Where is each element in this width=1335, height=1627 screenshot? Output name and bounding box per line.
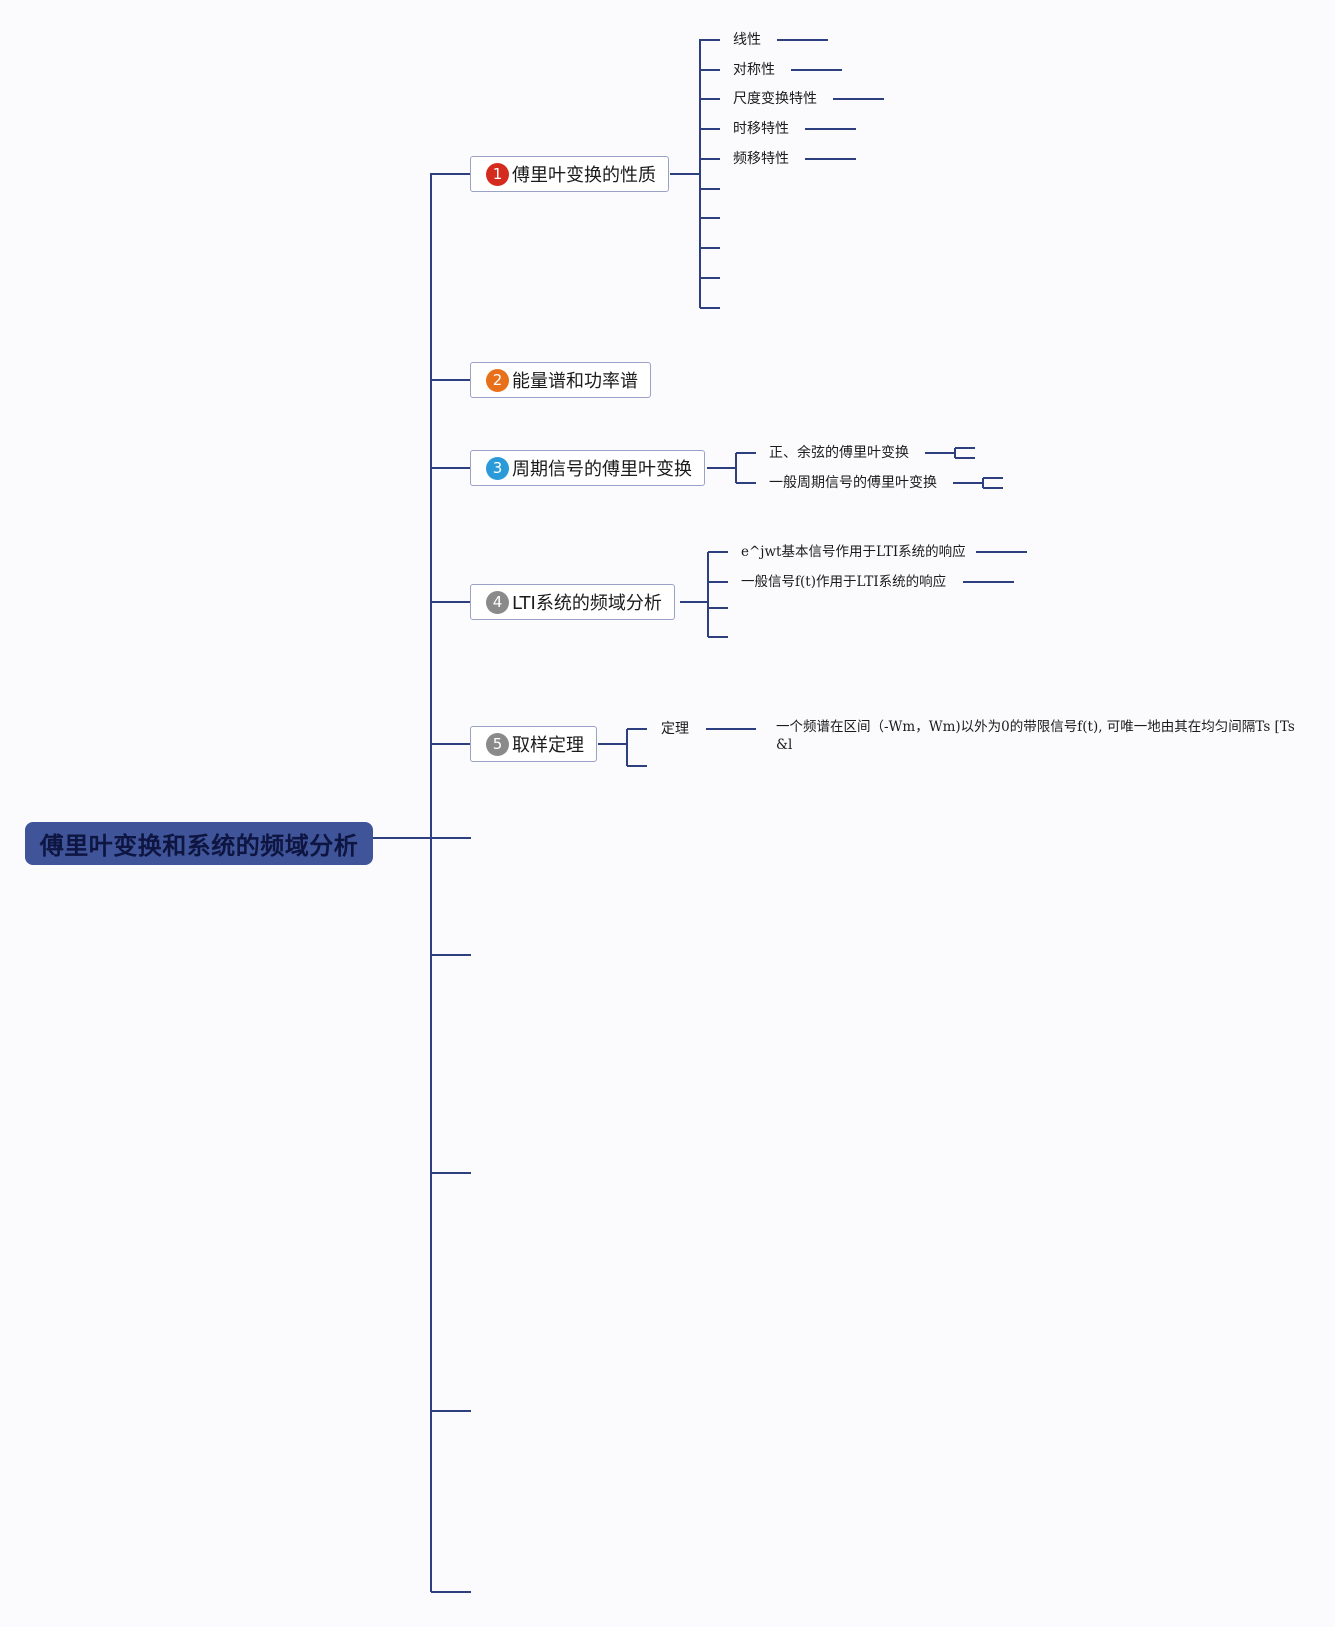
topic-label: LTI系统的频域分析: [512, 593, 662, 614]
subtopic-scaling[interactable]: 尺度变换特性: [733, 91, 817, 107]
number-badge-2: 2: [486, 368, 509, 392]
topic-label: 傅里叶变换的性质: [512, 165, 656, 186]
subtopic-frequency-shift[interactable]: 频移特性: [733, 151, 789, 167]
subtopic-time-shift[interactable]: 时移特性: [733, 121, 789, 137]
topic-label: 取样定理: [512, 735, 584, 756]
topic-fourier-properties[interactable]: 1 傅里叶变换的性质: [470, 156, 669, 192]
subtopic-linearity[interactable]: 线性: [733, 32, 761, 48]
number-badge-3: 3: [486, 456, 509, 480]
subtopic-sin-cos-fourier[interactable]: 正、余弦的傅里叶变换: [769, 445, 909, 461]
topic-energy-power-spectrum[interactable]: 2 能量谱和功率谱: [470, 362, 651, 398]
topic-label: 周期信号的傅里叶变换: [512, 459, 692, 480]
topic-sampling-theorem[interactable]: 5 取样定理: [470, 726, 597, 762]
subtopic-general-periodic-fourier[interactable]: 一般周期信号的傅里叶变换: [769, 475, 937, 491]
subtopic-symmetry[interactable]: 对称性: [733, 62, 775, 78]
root-topic[interactable]: 傅里叶变换和系统的频域分析: [25, 822, 373, 865]
number-badge-5: 5: [486, 732, 509, 756]
number-badge-4: 4: [486, 590, 509, 614]
subtopic-general-signal-response[interactable]: 一般信号f(t)作用于LTI系统的响应: [741, 574, 947, 590]
theorem-note[interactable]: 一个频谱在区间（-Wm，Wm)以外为0的带限信号f(t), 可唯一地由其在均匀间…: [776, 719, 1295, 753]
subtopic-ejwt-response[interactable]: e^jwt基本信号作用于LTI系统的响应: [741, 544, 966, 560]
topic-lti-frequency-analysis[interactable]: 4 LTI系统的频域分析: [470, 584, 675, 620]
number-badge-1: 1: [486, 162, 509, 186]
topic-periodic-fourier[interactable]: 3 周期信号的傅里叶变换: [470, 450, 705, 486]
topic-label: 能量谱和功率谱: [512, 371, 638, 392]
root-topic-label: 傅里叶变换和系统的频域分析: [39, 832, 359, 860]
subtopic-theorem[interactable]: 定理: [661, 721, 689, 737]
